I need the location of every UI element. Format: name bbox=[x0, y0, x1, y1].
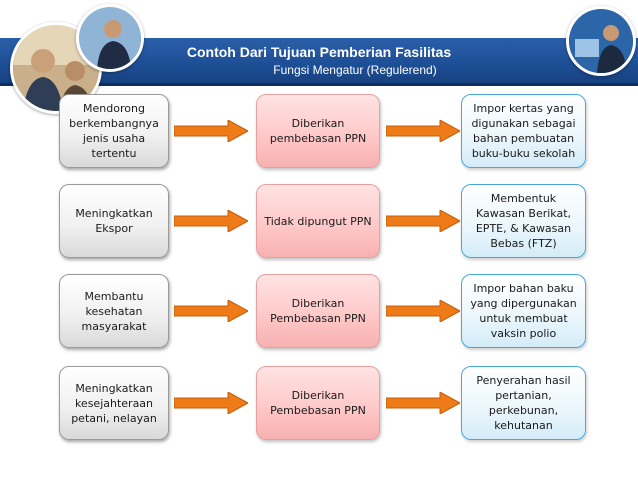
arrow-right-icon bbox=[174, 392, 248, 414]
arrow-right-icon bbox=[386, 210, 460, 232]
facility-text: Tidak dipungut PPN bbox=[264, 214, 372, 228]
slide-title: Contoh Dari Tujuan Pemberian Fasilitas bbox=[186, 44, 452, 60]
goal-text: Mendorong berkembangnya jenis usaha tert… bbox=[69, 102, 159, 160]
facility-box: Tidak dipungut PPN bbox=[256, 184, 380, 258]
goal-box: Membantu kesehatan masyarakat bbox=[59, 274, 169, 348]
goal-box: Mendorong berkembangnya jenis usaha tert… bbox=[59, 94, 169, 168]
goal-text: Meningkatkan Ekspor bbox=[75, 207, 153, 235]
example-box: Impor kertas yang digunakan sebagai baha… bbox=[461, 94, 586, 168]
example-box: Impor bahan baku yang dipergunakan untuk… bbox=[461, 274, 586, 348]
computer-worker-photo bbox=[566, 6, 636, 76]
example-box: Penyerahan hasil pertanian, perkebunan, … bbox=[461, 366, 586, 440]
goal-text: Meningkatkan kesejahteraan petani, nelay… bbox=[71, 381, 157, 425]
arrow-right-icon bbox=[174, 120, 248, 142]
example-text: Penyerahan hasil pertanian, perkebunan, … bbox=[476, 374, 571, 432]
example-text: Membentuk Kawasan Berikat, EPTE, & Kawas… bbox=[475, 192, 572, 250]
facility-text: Diberikan Pembebasan PPN bbox=[270, 389, 366, 417]
arrow-right-icon bbox=[174, 210, 248, 232]
goal-text: Membantu kesehatan masyarakat bbox=[81, 289, 147, 333]
arrow-right-icon bbox=[174, 300, 248, 322]
businessman-photo bbox=[76, 4, 144, 72]
slide-subtitle: Fungsi Mengatur (Regulerend) bbox=[273, 63, 437, 77]
facility-box: Diberikan Pembebasan PPN bbox=[256, 274, 380, 348]
arrow-right-icon bbox=[386, 392, 460, 414]
example-text: Impor kertas yang digunakan sebagai baha… bbox=[471, 102, 576, 160]
goal-box: Meningkatkan kesejahteraan petani, nelay… bbox=[59, 366, 169, 440]
facility-box: Diberikan Pembebasan PPN bbox=[256, 366, 380, 440]
arrow-right-icon bbox=[386, 300, 460, 322]
example-box: Membentuk Kawasan Berikat, EPTE, & Kawas… bbox=[461, 184, 586, 258]
facility-text: Diberikan Pembebasan PPN bbox=[270, 297, 366, 325]
facility-text: Diberikan pembebasan PPN bbox=[269, 117, 367, 145]
facility-box: Diberikan pembebasan PPN bbox=[256, 94, 380, 168]
goal-box: Meningkatkan Ekspor bbox=[59, 184, 169, 258]
arrow-right-icon bbox=[386, 120, 460, 142]
example-text: Impor bahan baku yang dipergunakan untuk… bbox=[470, 282, 577, 340]
